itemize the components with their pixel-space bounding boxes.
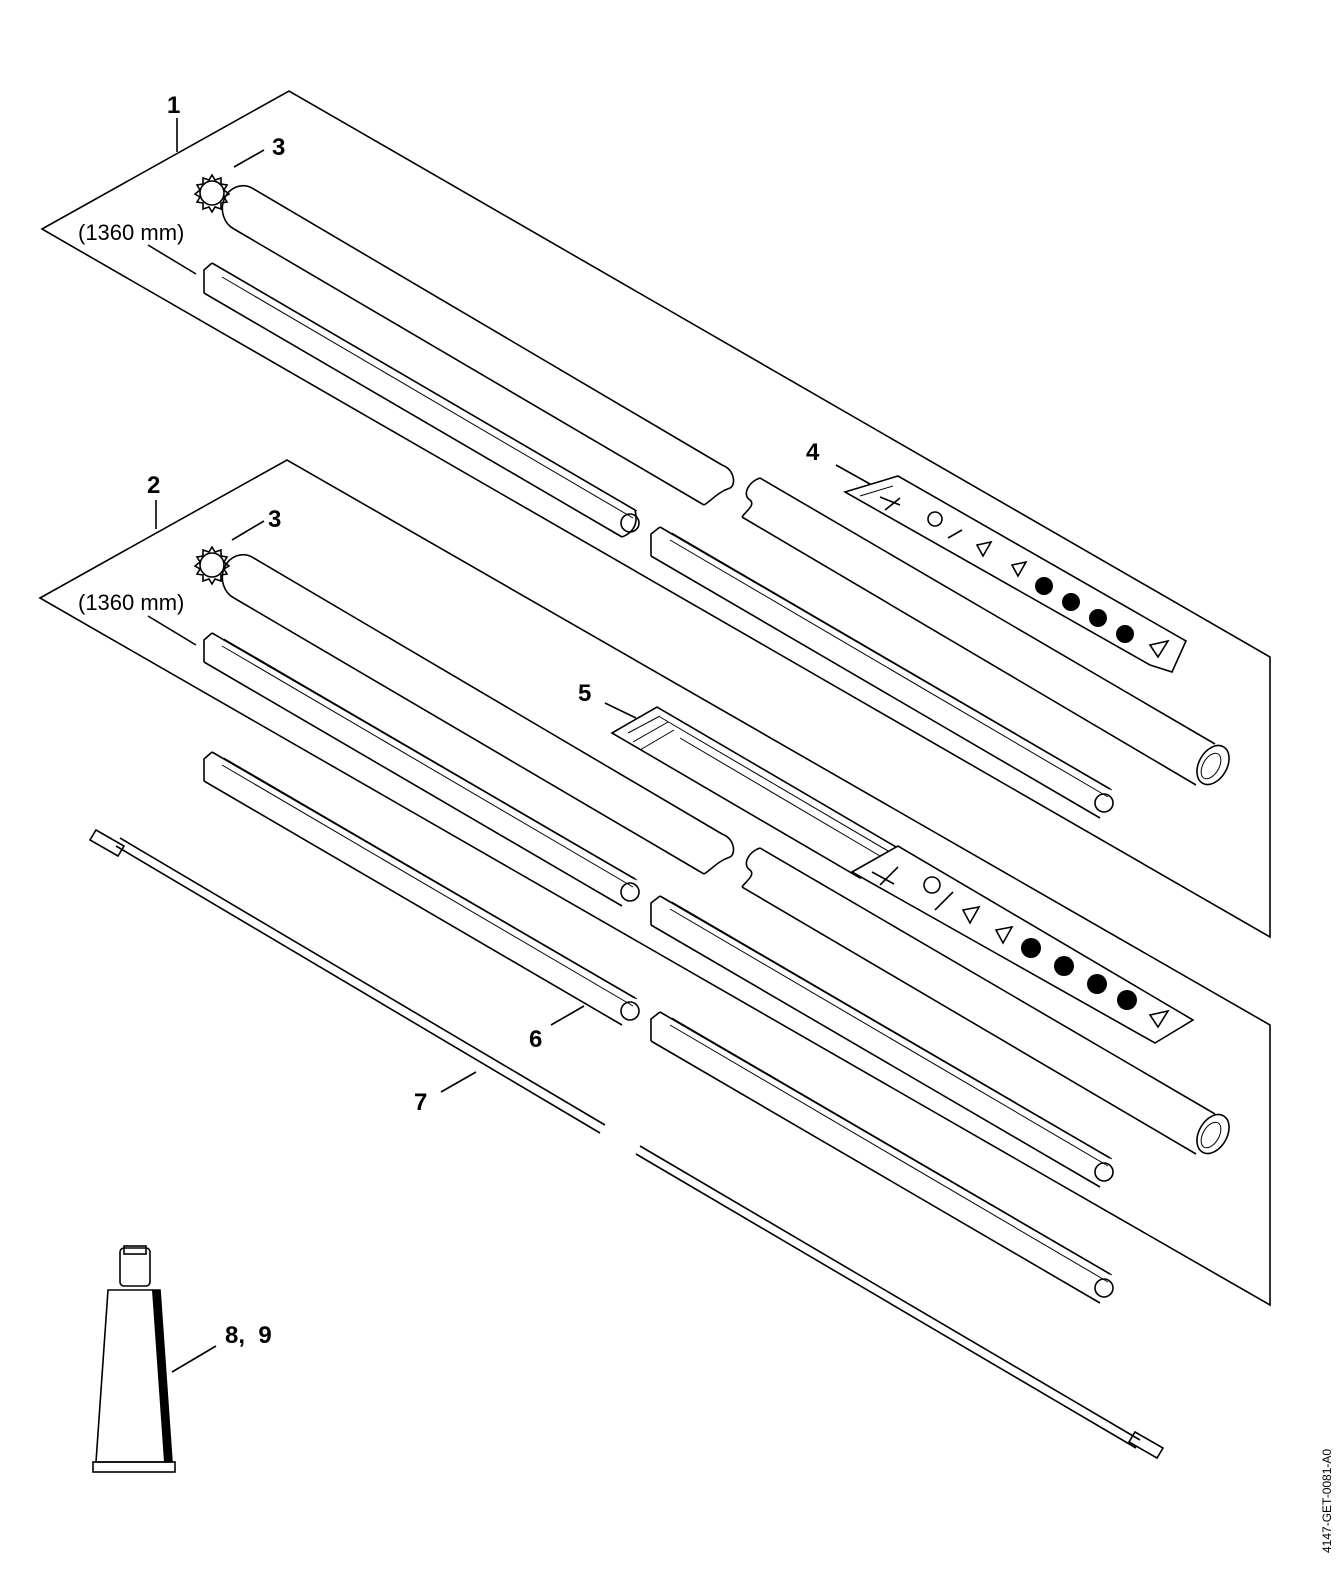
length-dimension-top: (1360 mm) bbox=[78, 220, 184, 245]
drawing-code: 4147-GET-0081-A0 bbox=[1320, 1449, 1334, 1553]
bearing-liner-icon bbox=[203, 632, 640, 907]
leader-lines bbox=[147, 118, 871, 1373]
bearing-liner-icon bbox=[203, 262, 640, 538]
bearing-liner-icon bbox=[203, 751, 640, 1026]
callout-3-top: 3 bbox=[272, 134, 285, 161]
instruction-label-icon bbox=[610, 706, 905, 879]
drive-tube-icon bbox=[221, 553, 1230, 1155]
grease-tube-icon bbox=[92, 1245, 176, 1473]
drive-tube-icon bbox=[221, 184, 1230, 786]
drive-shaft-icon bbox=[88, 828, 1165, 1460]
warning-label-icon bbox=[850, 845, 1195, 1044]
callout-5: 5 bbox=[578, 680, 591, 707]
warning-label-icon bbox=[842, 475, 1188, 673]
callout-8-9: 8, 9 bbox=[225, 1322, 272, 1349]
kit-2-plate bbox=[38, 459, 1271, 1307]
callout-4: 4 bbox=[806, 439, 820, 466]
callout-6: 6 bbox=[529, 1026, 542, 1053]
callout-1: 1 bbox=[167, 92, 180, 119]
callout-2: 2 bbox=[147, 472, 160, 499]
bearing-liner-icon bbox=[650, 1011, 1114, 1304]
callout-3-bottom: 3 bbox=[268, 506, 281, 533]
gear-ring-icon bbox=[193, 545, 231, 586]
kit-1-plate bbox=[40, 90, 1271, 939]
gear-ring-icon bbox=[193, 173, 231, 214]
callout-7: 7 bbox=[414, 1089, 427, 1116]
length-dimension-bottom: (1360 mm) bbox=[78, 590, 184, 615]
bearing-liner-icon bbox=[650, 895, 1114, 1188]
bearing-liner-icon bbox=[650, 526, 1114, 819]
